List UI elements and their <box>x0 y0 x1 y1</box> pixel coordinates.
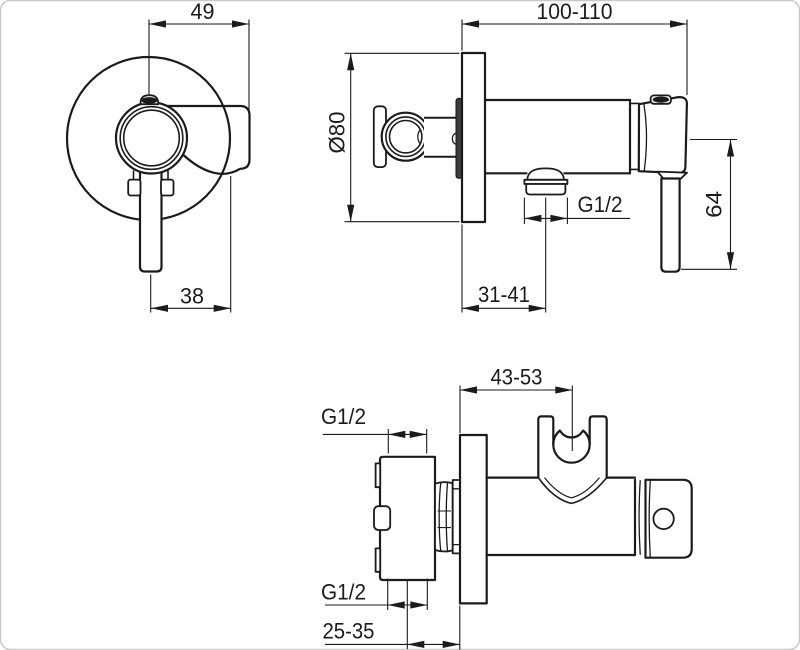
holder-c-ring <box>552 429 591 464</box>
dim-side-outlet-depth: 31-41 <box>461 224 546 313</box>
connection-shaft <box>424 116 458 158</box>
lever-hole-topview <box>652 507 675 531</box>
inlet-lug-lower <box>374 547 382 573</box>
dim-label-25-35: 25-35 <box>323 619 375 644</box>
dim-label-g12-side: G1/2 <box>578 192 623 217</box>
dim-front-width-bottom: 38 <box>150 176 232 313</box>
inlet-lug-upper <box>374 462 382 489</box>
knob-inner-ring <box>122 109 181 167</box>
top-view: 43-53 G1/2 G1/2 25-35 <box>321 365 693 650</box>
index-marker <box>141 97 158 104</box>
cartridge-neck <box>629 102 640 171</box>
outlet-dome <box>526 167 565 181</box>
spacer-band-caps <box>452 488 461 546</box>
holder-fillet-outer <box>537 476 608 505</box>
front-view: 49 38 <box>65 0 251 313</box>
dim-label-64: 64 <box>702 191 727 218</box>
dim-label-100-110: 100-110 <box>537 0 613 24</box>
holder-fillet-inner <box>544 477 600 499</box>
shower-holder-bracket <box>165 104 251 175</box>
wall-plate-top <box>458 433 488 605</box>
side-view: 100-110 Ø80 64 G1/2 31-41 <box>325 0 737 313</box>
cap-ring-line <box>643 102 648 172</box>
outlet-body <box>525 183 567 196</box>
handle-lever <box>138 168 163 273</box>
wall-plate-profile <box>460 51 487 224</box>
dim-side-depth: 100-110 <box>461 0 688 95</box>
handle-collar-left <box>127 178 142 197</box>
dim-label-43-53: 43-53 <box>491 365 543 390</box>
cap-ring-topview <box>648 479 651 559</box>
dim-label-g12-lower: G1/2 <box>321 580 366 605</box>
union-nut-knurl <box>438 481 449 553</box>
dim-label-31-41: 31-41 <box>478 282 530 307</box>
dim-top-inlet-thread-lower: G1/2 <box>321 578 428 610</box>
dim-top-inlet-thread-upper: G1/2 <box>321 404 428 454</box>
lever-rod-side <box>660 177 681 273</box>
inlet-bore-notch <box>417 129 421 144</box>
dim-label-g12-upper: G1/2 <box>321 404 366 429</box>
inlet-flange-bore <box>388 119 423 154</box>
knob-middle-ring <box>119 105 184 171</box>
cap-collar-curve <box>638 479 641 555</box>
inlet-union-middle <box>373 505 392 531</box>
dim-label-d80: Ø80 <box>325 112 350 154</box>
dim-label-38: 38 <box>180 284 204 309</box>
handle-collar-right <box>160 178 175 197</box>
dim-side-handle-height: 64 <box>681 138 737 270</box>
shaft-notch-mask <box>452 133 458 143</box>
shaft-thread-relief <box>451 132 458 146</box>
union-nut-flats <box>437 510 451 529</box>
knob-outer-ring <box>114 101 189 175</box>
dim-top-holder-offset: 43-53 <box>459 365 573 451</box>
holder-right-stub <box>588 415 608 479</box>
dim-top-inlet-depth: 25-35 <box>323 605 461 650</box>
dim-label-49: 49 <box>191 0 215 24</box>
dim-side-outlet-thread: G1/2 <box>523 192 630 224</box>
union-nut <box>434 481 454 553</box>
inwall-body-block <box>378 455 437 582</box>
button-top <box>652 96 670 103</box>
dim-side-plate-diameter: Ø80 <box>325 52 460 223</box>
dim-front-width-top: 49 <box>148 0 250 111</box>
holder-left-stub <box>537 415 555 479</box>
